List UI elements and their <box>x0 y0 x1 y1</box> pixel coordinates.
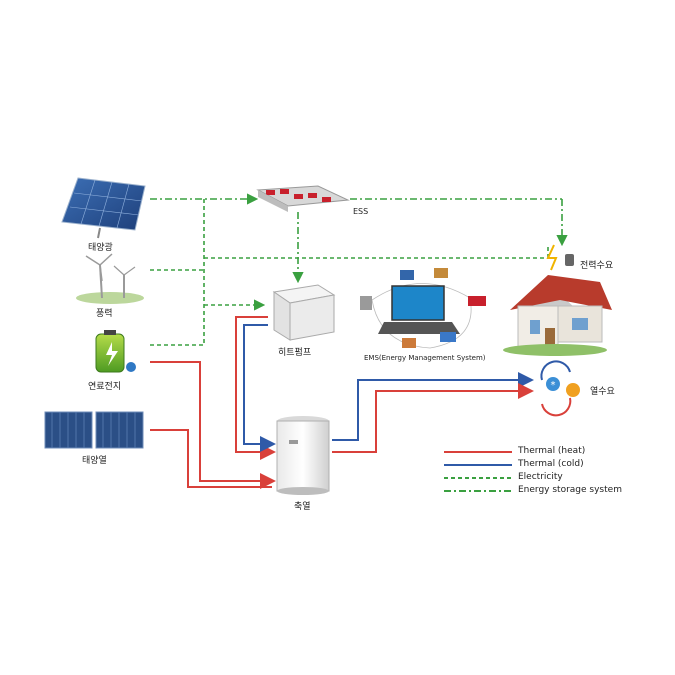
ess-icon <box>256 185 350 212</box>
label-wind: 풍력 <box>96 309 113 319</box>
legend-energy-storage-system: Energy storage system <box>518 485 622 495</box>
storage-tank-icon <box>276 416 330 495</box>
house-icon <box>503 244 612 356</box>
wind-turbine-icon <box>76 253 144 304</box>
solar-thermal-icon <box>44 411 144 449</box>
label-solar-thermal: 태양열 <box>82 456 107 466</box>
fuel-cell-icon <box>95 330 136 373</box>
legend-electricity: Electricity <box>518 472 563 482</box>
legend-thermal-heat: Thermal (heat) <box>518 446 586 456</box>
thermal-lines <box>150 316 534 489</box>
label-ess: ESS <box>353 207 369 216</box>
label-fuel-cell: 연료전지 <box>88 382 122 392</box>
label-power-demand: 전력수요 <box>580 261 614 271</box>
svg-text:*: * <box>551 380 556 391</box>
ems-icon <box>360 268 486 349</box>
legend-swatches <box>444 451 512 492</box>
label-heat-pump: 히트펌프 <box>278 348 312 358</box>
label-storage-tank: 축열 <box>294 502 311 512</box>
label-heat-demand: 열수요 <box>590 387 615 397</box>
solar-pv-icon <box>61 177 146 239</box>
heat-pump-icon <box>272 284 336 341</box>
heat-demand-icon: * <box>540 360 580 417</box>
label-solar-pv: 태양광 <box>88 243 113 253</box>
label-ems: EMS(Energy Management System) <box>364 354 486 362</box>
electricity-lines <box>150 193 568 346</box>
legend-thermal-cold: Thermal (cold) <box>518 459 584 469</box>
